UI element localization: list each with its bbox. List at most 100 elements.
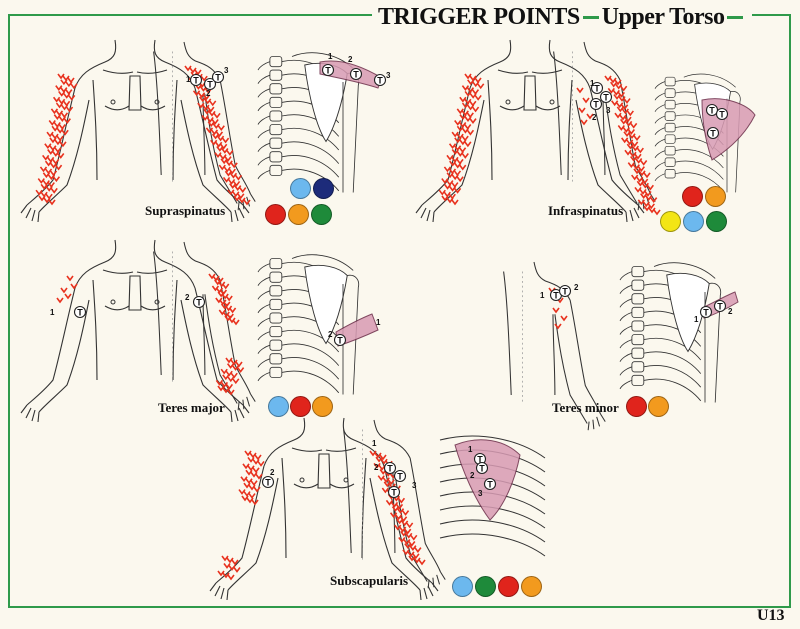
trigger-t: T <box>391 488 397 498</box>
muscle-label-supraspinatus: Supraspinatus <box>145 203 226 218</box>
pain-chevron <box>207 121 215 128</box>
pain-chevron <box>238 489 246 495</box>
rib <box>619 352 633 362</box>
pain-chevron <box>226 149 234 156</box>
pain-chevron <box>459 139 467 146</box>
pain-chevron <box>461 85 470 91</box>
pain-chevron <box>233 567 241 573</box>
pain-chevron <box>221 555 229 562</box>
pain-chevron <box>49 162 58 169</box>
pain-chevron <box>576 87 584 94</box>
pain-chevron <box>63 92 71 99</box>
page-title: TRIGGER POINTS Upper Torso <box>372 4 753 30</box>
pain-chevron <box>237 193 245 200</box>
pain-chevron <box>637 199 645 206</box>
figure-outline <box>569 299 601 415</box>
pain-chevron <box>222 176 231 183</box>
pain-chevron <box>401 520 409 527</box>
rib <box>281 316 340 339</box>
trigger-t: T <box>193 76 199 86</box>
pain-chevron <box>60 79 68 86</box>
pain-chevron <box>57 153 65 159</box>
pain-chevron <box>461 127 470 134</box>
pain-chevron <box>387 479 395 486</box>
trigger-t: T <box>703 308 709 318</box>
pain-chevron <box>641 178 649 185</box>
pain-chevron <box>250 471 258 478</box>
muscle-label-teres-major: Teres major <box>158 400 225 415</box>
pain-chevron <box>616 102 624 109</box>
rib <box>257 263 271 273</box>
vertebra <box>269 312 283 324</box>
pain-chevron <box>469 92 477 99</box>
pain-chevron <box>405 532 413 539</box>
trigger-point: T <box>589 97 603 111</box>
pain-chevron <box>471 106 480 113</box>
pain-chevron <box>63 118 71 125</box>
pain-chevron <box>204 98 212 105</box>
rib <box>643 351 702 374</box>
rib <box>257 358 271 368</box>
pain-chevron <box>225 160 233 167</box>
pain-chevron <box>610 81 618 88</box>
rib <box>257 129 271 139</box>
pain-chevron <box>253 486 261 493</box>
vertebra <box>664 111 676 121</box>
figure-outline <box>589 87 639 206</box>
rib <box>654 115 666 124</box>
figure-outline <box>552 314 556 396</box>
rib <box>257 61 271 71</box>
figure-outline <box>602 94 606 176</box>
front-figure-supraspinatus <box>20 39 250 223</box>
point-number: 3 <box>386 71 391 80</box>
pain-chevron <box>634 153 642 160</box>
trigger-point: T <box>203 77 217 91</box>
pain-chevron <box>210 139 218 146</box>
pain-chevron <box>232 180 241 187</box>
pain-chevron <box>586 113 594 120</box>
pain-chevron <box>630 122 638 129</box>
trigger-circle <box>590 81 604 95</box>
sternum <box>317 453 331 489</box>
pain-chevron <box>223 563 231 569</box>
pain-chevron <box>251 499 259 506</box>
pain-chevron <box>456 151 464 157</box>
skeleton-supraspinatus <box>257 52 360 193</box>
pain-chevron <box>578 107 586 114</box>
point-number: 1 <box>694 315 699 324</box>
pain-chevron <box>219 154 227 161</box>
pain-chevron <box>626 143 634 150</box>
vertebra <box>269 366 283 378</box>
pain-chevron <box>631 141 639 148</box>
pain-chevron <box>212 275 220 282</box>
pain-chevron <box>64 293 72 300</box>
scapula <box>304 264 348 345</box>
rib <box>654 92 666 101</box>
pain-chevron <box>239 187 247 193</box>
pain-chevron <box>197 102 205 109</box>
pain-chevron <box>446 197 454 204</box>
pain-chevron <box>211 119 219 125</box>
figure-outline <box>183 241 221 281</box>
vertebra <box>269 69 283 81</box>
rib <box>654 161 666 170</box>
trigger-point: T <box>349 67 363 81</box>
pain-chevron <box>580 119 588 126</box>
pain-chevron <box>44 143 52 150</box>
pain-chevron <box>642 201 650 208</box>
pain-chevron <box>197 92 206 99</box>
pain-chevron <box>464 90 472 97</box>
figure-outline <box>153 39 196 89</box>
pain-chevron <box>617 91 625 98</box>
pain-chevron <box>407 551 415 558</box>
pain-chevron <box>391 506 400 512</box>
trigger-point: T <box>590 81 604 95</box>
pain-chevron <box>441 195 449 202</box>
sternum <box>128 75 142 111</box>
pain-chevron <box>199 96 207 103</box>
point-number: 3 <box>478 489 483 498</box>
color-dot-orange <box>648 396 669 417</box>
rib <box>675 160 724 180</box>
pain-chevron <box>231 365 240 371</box>
point-number: 2 <box>185 293 190 302</box>
